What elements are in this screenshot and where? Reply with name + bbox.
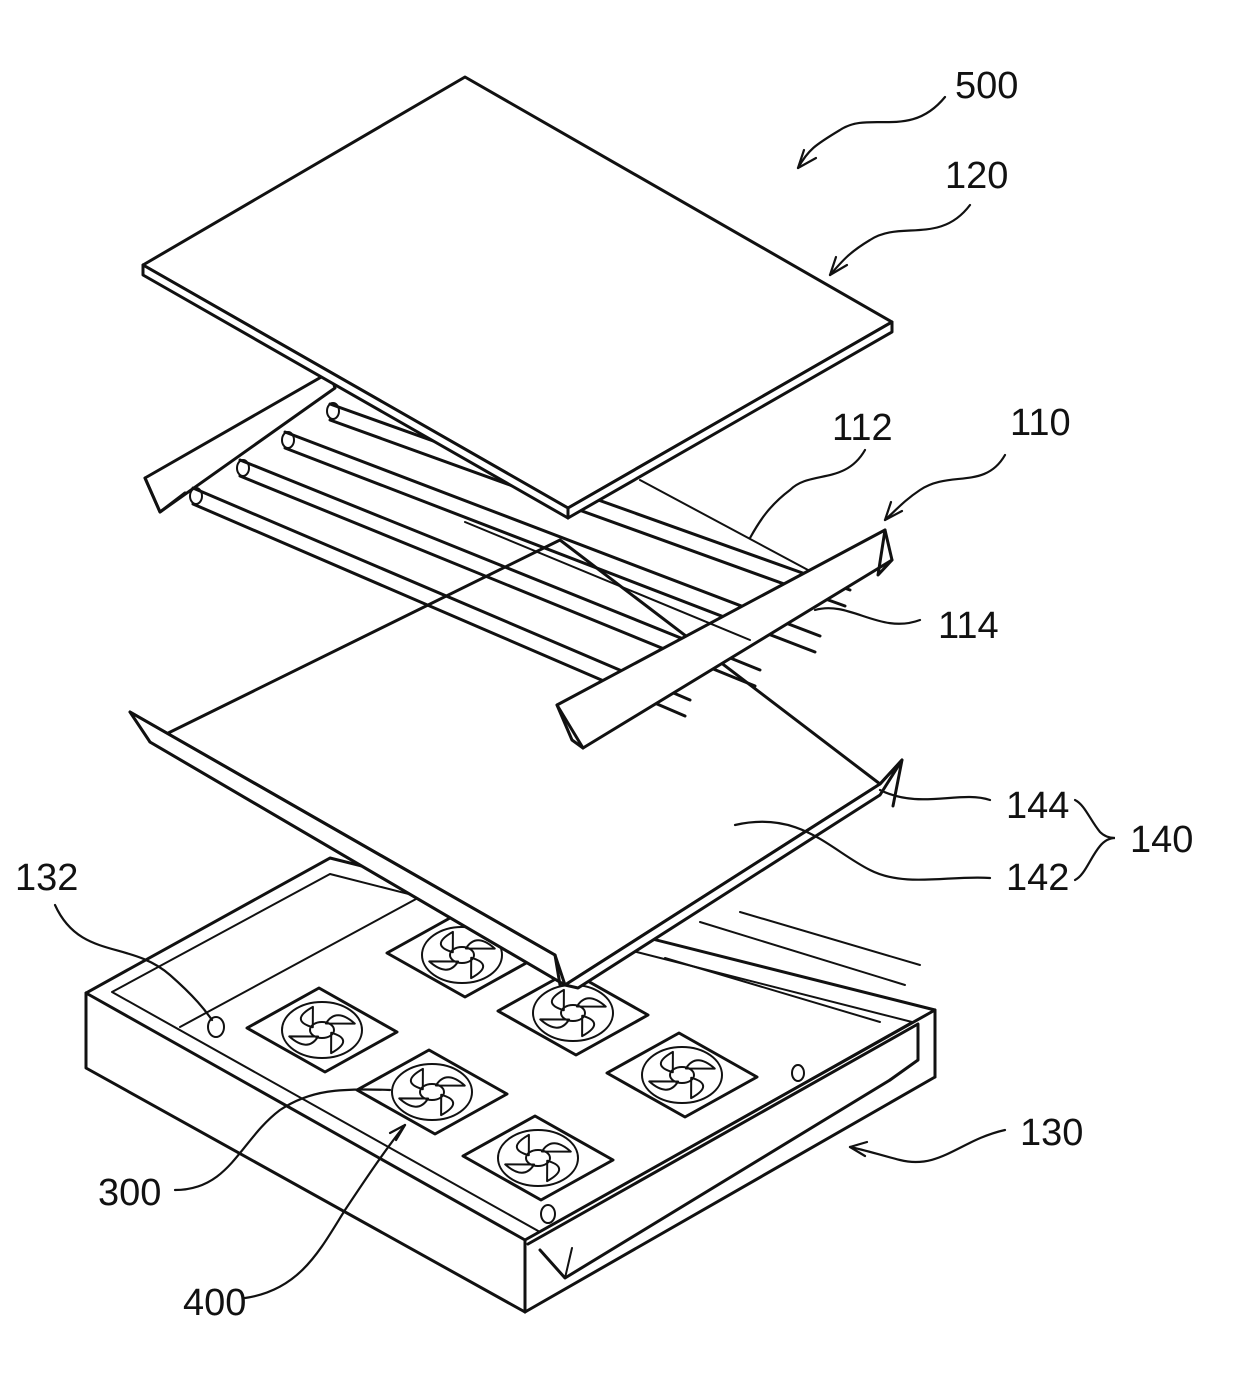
label-120: 120	[945, 155, 1008, 197]
label-130: 130	[1020, 1112, 1083, 1154]
fan-housing	[247, 988, 397, 1072]
chassis-hole	[208, 1017, 224, 1037]
label-144: 144	[1006, 785, 1069, 827]
top-plate	[143, 77, 892, 518]
label-142: 142	[1006, 857, 1069, 899]
label-300: 300	[98, 1172, 161, 1214]
fan-housing	[463, 1116, 613, 1200]
label-140: 140	[1130, 819, 1193, 861]
label-500: 500	[955, 65, 1018, 107]
label-110: 110	[1010, 402, 1071, 444]
fan-housing	[607, 1033, 757, 1117]
label-112: 112	[832, 407, 893, 449]
label-114: 114	[938, 605, 999, 647]
label-400: 400	[183, 1282, 246, 1324]
fan-housing	[357, 1050, 507, 1134]
label-132: 132	[15, 857, 78, 899]
